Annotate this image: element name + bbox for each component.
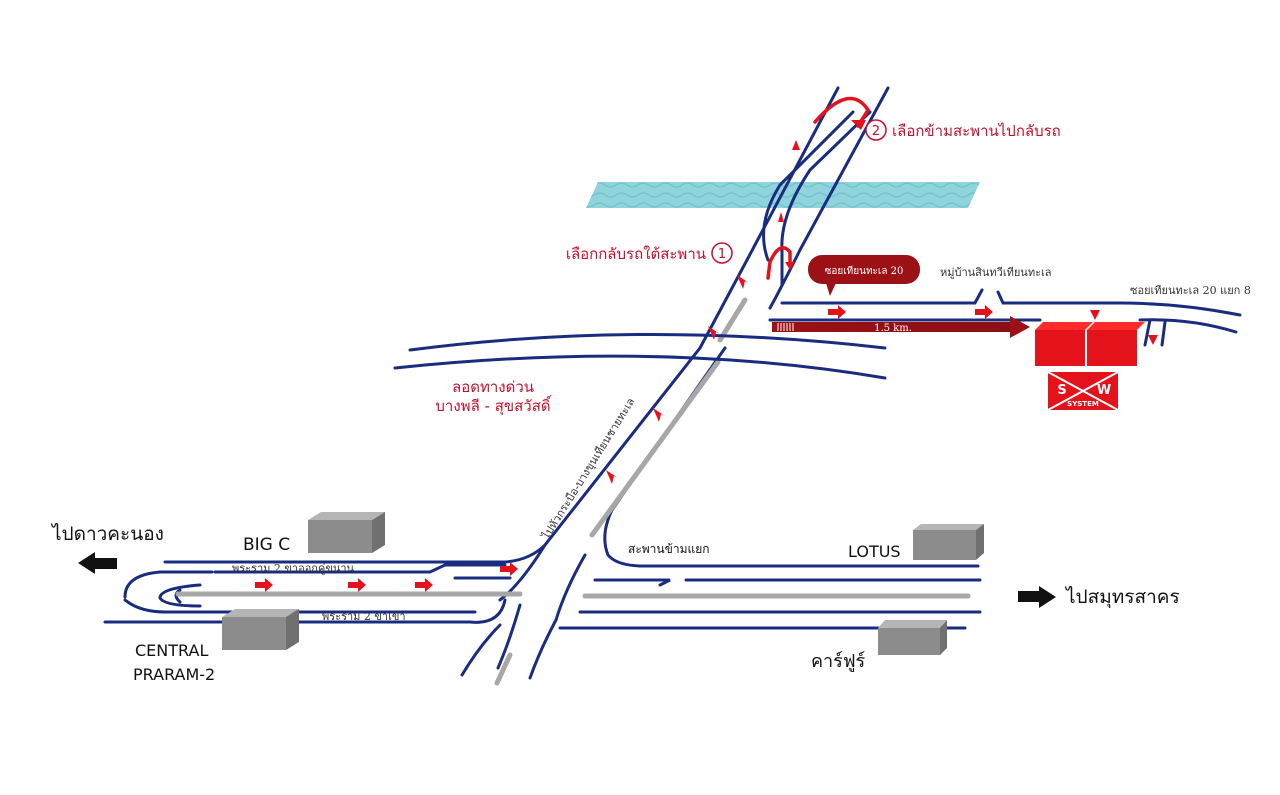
expressway-label-2: บางพลี - สุขสวัสดิ์ — [435, 395, 552, 416]
central-label-1: CENTRAL — [135, 641, 208, 660]
soi-callout: ซอยเทียนทะเล 20 — [808, 255, 920, 296]
building-lotus — [913, 524, 984, 560]
step1-circle — [711, 242, 733, 264]
big-c-label: BIG C — [243, 535, 290, 555]
sw-factory — [1035, 322, 1145, 366]
distance-label: 1.5 km. — [874, 323, 912, 334]
expressway — [393, 333, 887, 380]
sw-logo: S W SYSTEM — [1047, 371, 1119, 411]
step2-label: เลือกข้ามสะพานไปกลับรถ — [892, 122, 1061, 140]
direction-arrow-icon — [255, 140, 1158, 592]
building-carrefour — [878, 620, 947, 655]
soi-road — [768, 288, 1242, 347]
to-dao-khanong-label: ไปดาวคะนอง — [50, 523, 164, 545]
step2-num: 2 — [872, 124, 880, 139]
soi-callout-text: ซอยเทียนทะเล 20 — [825, 265, 904, 277]
distance-bar: 1.5 km. — [772, 316, 1030, 338]
central-label-2: PRARAM-2 — [133, 665, 215, 684]
u-turn-icon — [813, 96, 871, 128]
logo-w: W — [1097, 383, 1111, 398]
rama2-outbound-label: พระราม 2 ขาออกคู่ขนาน — [232, 562, 355, 575]
rama2-inbound-label: พระราม 2 ขาเข้า — [322, 610, 406, 623]
logo-s: S — [1057, 383, 1066, 398]
building-central — [222, 609, 299, 650]
step1-label: เลือกกลับรถใต้สะพาน — [566, 245, 706, 263]
u-turn-icon — [766, 246, 792, 280]
expressway-label-1: ลอดทางด่วน — [452, 378, 534, 396]
soi-branch-label: ซอยเทียนทะเล 20 แยก 8 — [1130, 284, 1251, 297]
village-label: หมู่บ้านสินทวีเทียนทะเล — [940, 266, 1051, 279]
lotus-label: LOTUS — [848, 542, 901, 561]
diagonal-road-label: ไปหัวกระบือ-บางขุนเทียนชายทะเล — [539, 396, 637, 543]
to-samut-sakhon-label: ไปสมุทรสาคร — [1064, 586, 1180, 609]
step2-circle — [865, 119, 887, 141]
rama2-road — [103, 543, 982, 630]
left-arrow-icon — [78, 552, 117, 574]
logo-system: SYSTEM — [1067, 400, 1099, 408]
right-arrow-icon — [1018, 586, 1056, 608]
intersection-bridge-label: สะพานข้ามแยก — [628, 542, 710, 556]
step1-num: 1 — [718, 247, 726, 262]
carrefour-label: คาร์ฟูร์ — [811, 651, 866, 672]
building-big-c — [308, 512, 385, 553]
